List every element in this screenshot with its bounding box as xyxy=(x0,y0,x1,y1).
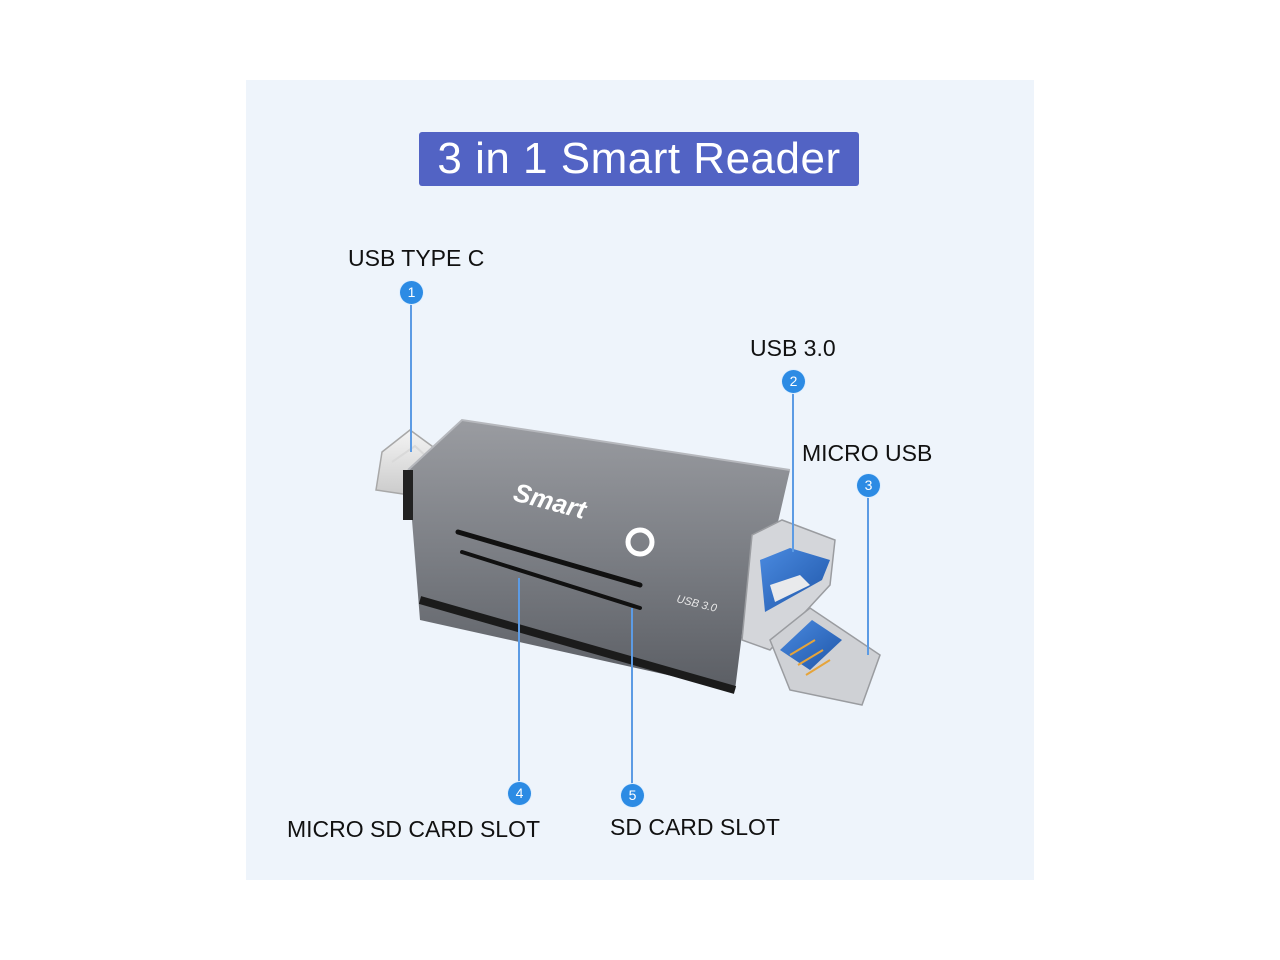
callout-marker-5: 5 xyxy=(621,784,644,807)
page-title: 3 in 1 Smart Reader xyxy=(419,132,859,186)
callout-marker-1: 1 xyxy=(400,281,423,304)
reader-body xyxy=(403,418,791,694)
usb-a-plug xyxy=(741,519,836,651)
callout-label-micro-sd-slot: MICRO SD CARD SLOT xyxy=(287,816,541,842)
brand-logo-mark xyxy=(625,527,655,557)
leader-lines xyxy=(410,304,869,784)
callout-label-sd-slot: SD CARD SLOT xyxy=(610,814,780,840)
callout-label-usb-type-c: USB TYPE C xyxy=(348,245,485,271)
micro-sd-slot xyxy=(455,529,643,588)
sd-slot xyxy=(460,550,642,610)
callout-marker-2: 2 xyxy=(782,370,805,393)
micro-usb-plug xyxy=(769,607,881,706)
callout-marker-3: 3 xyxy=(857,474,880,497)
callout-label-micro-usb: MICRO USB xyxy=(802,440,933,466)
callout-label-usb-3: USB 3.0 xyxy=(750,335,836,361)
callout-marker-4: 4 xyxy=(508,782,531,805)
